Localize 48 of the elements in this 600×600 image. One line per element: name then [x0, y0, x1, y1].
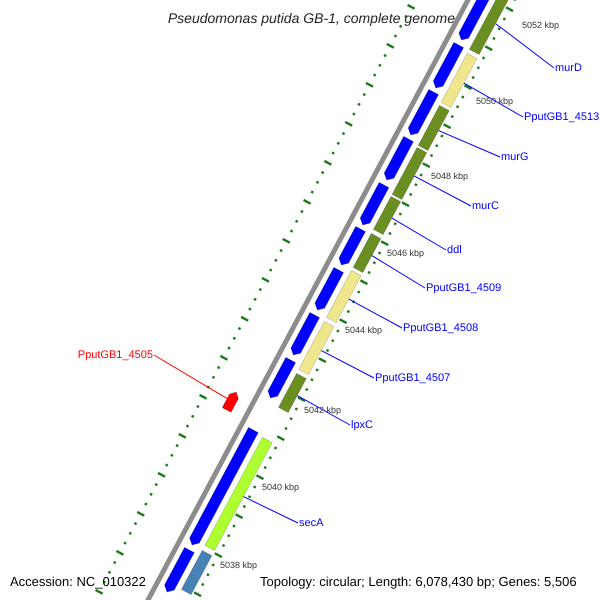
leader-line [371, 255, 426, 288]
gene-label: PputGB1_4505 [78, 348, 153, 362]
footer-text: Topology: circular; Length: 6,078,430 bp; Genes: 5,506 [260, 574, 577, 590]
leader-line [414, 176, 472, 206]
gene-block [290, 312, 320, 356]
gene-label: murC [472, 200, 499, 212]
gene-bar [352, 233, 382, 273]
gene-block [164, 547, 195, 592]
leader-line [495, 23, 554, 68]
leader-line [348, 298, 402, 328]
leader-line [438, 130, 500, 158]
leader-line [296, 395, 350, 426]
gene-block [432, 42, 464, 88]
gene-label: PputGB1_4508 [403, 322, 478, 334]
scale-label: 5042 kbp [304, 404, 342, 416]
gene-label: ddl [447, 244, 462, 256]
footer-text: Accession: NC_010322 [10, 574, 146, 590]
gene-label: PputGB1_4513 [524, 110, 600, 124]
leader-line [463, 82, 524, 118]
gene-block [222, 392, 239, 413]
gene-label: murD [555, 62, 582, 74]
leader-line [154, 354, 228, 400]
gene-block [268, 357, 296, 398]
scale-label: 5052 kbp [522, 20, 560, 30]
gene-block [338, 226, 366, 266]
gene-label: PputGB1_4509 [426, 282, 502, 294]
gene-label: murG [501, 150, 528, 164]
scale-label: 5038 kbp [220, 560, 258, 570]
scale-label: 5048 kbp [431, 170, 468, 182]
title: Pseudomonas putida GB-1, complete genome [168, 10, 455, 26]
scale-label: 5050 kbp [476, 96, 514, 106]
gene-bar [326, 270, 362, 323]
gene-block [384, 136, 414, 180]
scale-label: 5046 kbp [387, 248, 424, 258]
gene-bar [181, 550, 212, 595]
gene-block [189, 427, 259, 546]
leader-line [391, 218, 446, 250]
gene-block [408, 89, 439, 136]
leader-line [320, 350, 374, 378]
gene-bar [372, 196, 402, 235]
gene-block [314, 267, 344, 310]
leader-line [242, 496, 298, 524]
gene-block [360, 182, 390, 226]
scale-label: 5040 kbp [262, 482, 300, 492]
scale-label: 5044 kbp [345, 324, 382, 336]
gene-label: PputGB1_4507 [375, 372, 450, 384]
gene-label: lpxC [351, 418, 374, 432]
gene-label: secA [299, 516, 324, 530]
